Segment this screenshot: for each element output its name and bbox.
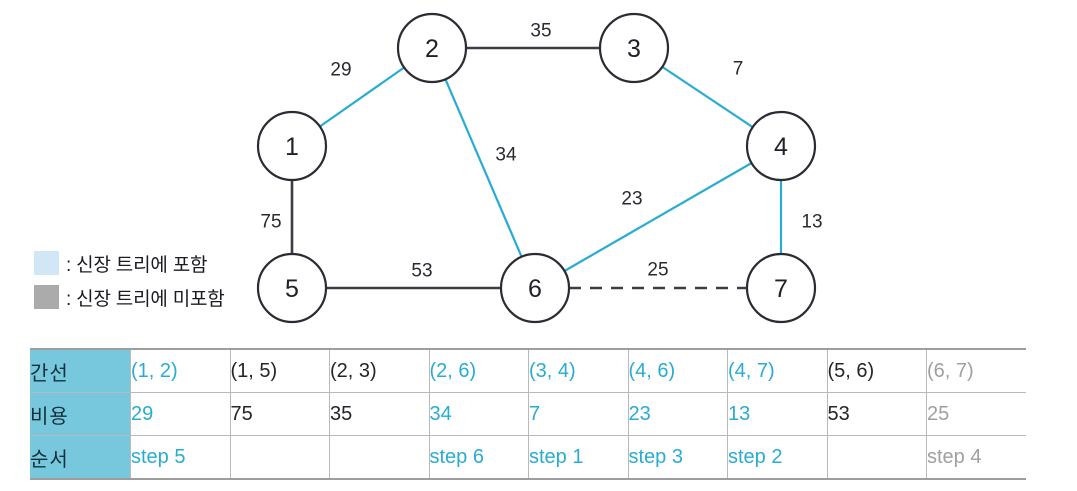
table-cell-order-7: step 2 <box>727 435 828 479</box>
table-cell-edge-6: (4, 6) <box>628 349 728 393</box>
table-row-header-edge: 간선 <box>30 349 131 393</box>
table-cell-edge-9: (6, 7) <box>926 349 1026 393</box>
edge-weight-1-2: 29 <box>330 60 351 81</box>
legend-swatch-excluded <box>34 285 59 309</box>
graph-node-label-5: 5 <box>285 275 299 303</box>
graph-node-2 <box>396 12 468 84</box>
graph-edge-4-6 <box>563 162 753 272</box>
table-cell-edge-4: (2, 6) <box>429 349 529 393</box>
graph-node-label-6: 6 <box>528 275 542 303</box>
graph-node-4 <box>745 110 817 182</box>
edge-weight-4-6: 23 <box>621 189 642 210</box>
edge-weight-2-6: 34 <box>495 145 517 166</box>
table-cell-cost-4: 34 <box>429 392 529 436</box>
graph-node-5 <box>256 252 328 324</box>
table-cell-order-9: step 4 <box>926 435 1026 479</box>
graph-node-7 <box>745 252 817 324</box>
table-cell-cost-6: 23 <box>628 392 728 436</box>
table-cell-cost-3: 35 <box>329 392 430 436</box>
table-cell-order-1: step 5 <box>130 435 231 479</box>
table-cell-cost-1: 29 <box>130 392 231 436</box>
graph-edge-3-4 <box>661 65 754 129</box>
legend-item-excluded: : 신장 트리에 미포함 <box>34 282 264 312</box>
graph-node-label-7: 7 <box>774 275 788 303</box>
graph-node-label-3: 3 <box>627 35 641 63</box>
legend: : 신장 트리에 포함 : 신장 트리에 미포함 <box>34 248 264 316</box>
table-cell-cost-5: 7 <box>528 392 629 436</box>
table-cell-edge-5: (3, 4) <box>528 349 629 393</box>
table-cell-edge-8: (5, 6) <box>827 349 927 393</box>
graph-edge-1-2 <box>319 66 405 128</box>
edge-weight-1-5: 75 <box>260 212 281 233</box>
graph-node-3 <box>598 12 670 84</box>
table-cell-edge-3: (2, 3) <box>329 349 430 393</box>
legend-item-included: : 신장 트리에 포함 <box>34 248 264 278</box>
legend-label-excluded: : 신장 트리에 미포함 <box>66 288 225 310</box>
table-cell-order-6: step 3 <box>628 435 728 479</box>
table-cell-order-2 <box>230 435 330 479</box>
edge-weight-3-4: 7 <box>733 59 744 80</box>
edge-weight-6-7: 25 <box>647 260 668 281</box>
table-cell-order-4: step 6 <box>429 435 529 479</box>
table-cell-cost-7: 13 <box>727 392 828 436</box>
table-cell-edge-7: (4, 7) <box>727 349 828 393</box>
table-cell-order-8 <box>827 435 927 479</box>
table-row-header-cost: 비용 <box>30 392 131 436</box>
graph-node-6 <box>499 252 571 324</box>
edge-step-table-wrapper: 간선(1, 2)(1, 5)(2, 3)(2, 6)(3, 4)(4, 6)(4… <box>30 348 1026 480</box>
table-row-edge: 간선(1, 2)(1, 5)(2, 3)(2, 6)(3, 4)(4, 6)(4… <box>30 349 1026 393</box>
table-cell-cost-8: 53 <box>827 392 927 436</box>
edge-weight-4-7: 13 <box>801 212 822 233</box>
table-row-header-order: 순서 <box>30 435 131 479</box>
table-cell-cost-9: 25 <box>926 392 1026 436</box>
table-cell-order-3 <box>329 435 430 479</box>
edge-step-table: 간선(1, 2)(1, 5)(2, 3)(2, 6)(3, 4)(4, 6)(4… <box>30 348 1026 480</box>
graph-node-1 <box>256 110 328 182</box>
graph-edge-2-6 <box>444 78 523 258</box>
table-cell-edge-1: (1, 2) <box>130 349 231 393</box>
legend-swatch-included <box>34 251 59 275</box>
table-cell-edge-2: (1, 5) <box>230 349 330 393</box>
edge-weight-5-6: 53 <box>411 261 432 282</box>
graph-node-label-1: 1 <box>285 133 299 161</box>
table-cell-cost-2: 75 <box>230 392 330 436</box>
legend-label-included: : 신장 트리에 포함 <box>66 254 208 276</box>
table-cell-order-5: step 1 <box>528 435 629 479</box>
graph-node-label-4: 4 <box>774 133 788 161</box>
edge-weight-2-3: 35 <box>530 21 551 42</box>
graph-node-label-2: 2 <box>425 35 439 63</box>
